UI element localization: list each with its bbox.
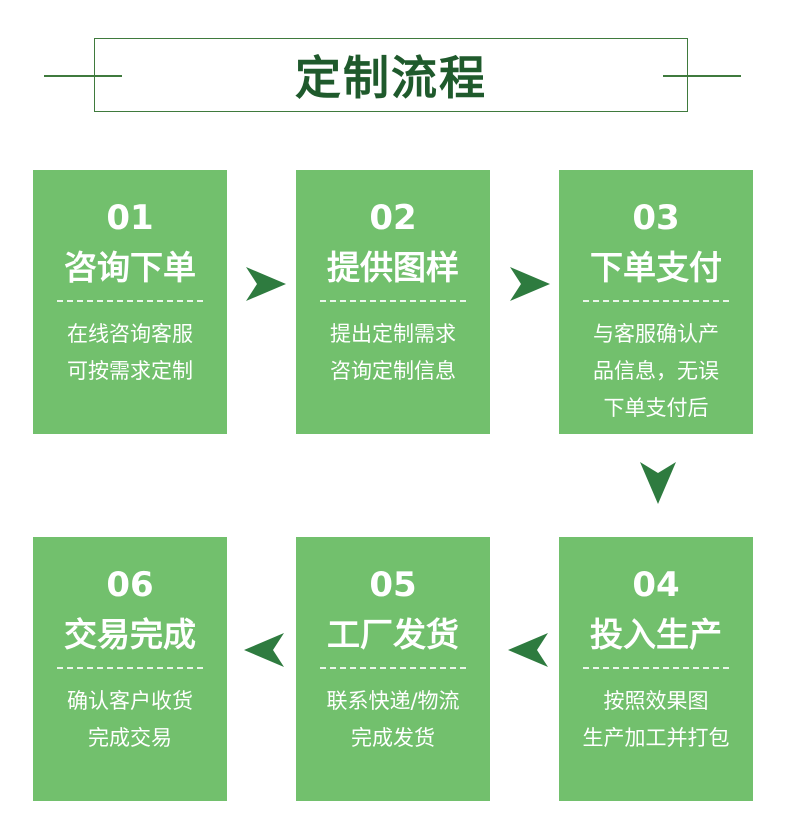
step-divider bbox=[583, 300, 729, 302]
step-description: 提出定制需求 咨询定制信息 bbox=[330, 322, 456, 383]
step-divider bbox=[320, 667, 466, 669]
step-divider bbox=[320, 300, 466, 302]
step-name: 下单支付 bbox=[590, 248, 722, 287]
step-description: 与客服确认产 品信息，无误 下单支付后 bbox=[593, 322, 719, 420]
arrow-right-icon bbox=[246, 267, 286, 301]
step-name: 提供图样 bbox=[327, 248, 459, 287]
arrow-down-icon bbox=[640, 462, 676, 504]
step-name: 咨询下单 bbox=[64, 248, 196, 287]
step-number: 06 bbox=[106, 565, 154, 605]
step-card-2: 02 提供图样 提出定制需求 咨询定制信息 bbox=[296, 170, 490, 434]
step-card-3: 03 下单支付 与客服确认产 品信息，无误 下单支付后 bbox=[559, 170, 753, 434]
step-number: 05 bbox=[369, 565, 417, 605]
title-decor-line-right bbox=[663, 75, 741, 77]
title-decor-line-left bbox=[44, 75, 122, 77]
step-name: 交易完成 bbox=[64, 615, 196, 654]
arrow-right-icon bbox=[510, 267, 550, 301]
arrow-left-icon bbox=[508, 633, 548, 667]
step-card-1: 01 咨询下单 在线咨询客服 可按需求定制 bbox=[33, 170, 227, 434]
step-number: 03 bbox=[632, 198, 680, 238]
step-description: 按照效果图 生产加工并打包 bbox=[582, 689, 730, 750]
step-card-4: 04 投入生产 按照效果图 生产加工并打包 bbox=[559, 537, 753, 801]
step-number: 02 bbox=[369, 198, 417, 238]
step-description: 在线咨询客服 可按需求定制 bbox=[67, 322, 193, 383]
step-card-5: 05 工厂发货 联系快递/物流 完成发货 bbox=[296, 537, 490, 801]
arrow-left-icon bbox=[244, 633, 284, 667]
step-divider bbox=[583, 667, 729, 669]
step-number: 01 bbox=[106, 198, 154, 238]
title-frame bbox=[94, 38, 688, 112]
step-description: 确认客户收货 完成交易 bbox=[67, 689, 193, 750]
step-name: 工厂发货 bbox=[327, 615, 459, 654]
step-divider bbox=[57, 300, 203, 302]
step-card-6: 06 交易完成 确认客户收货 完成交易 bbox=[33, 537, 227, 801]
step-description: 联系快递/物流 完成发货 bbox=[326, 689, 460, 750]
page-title: 定制流程 bbox=[295, 51, 487, 105]
step-name: 投入生产 bbox=[590, 615, 722, 654]
step-divider bbox=[57, 667, 203, 669]
step-number: 04 bbox=[632, 565, 680, 605]
